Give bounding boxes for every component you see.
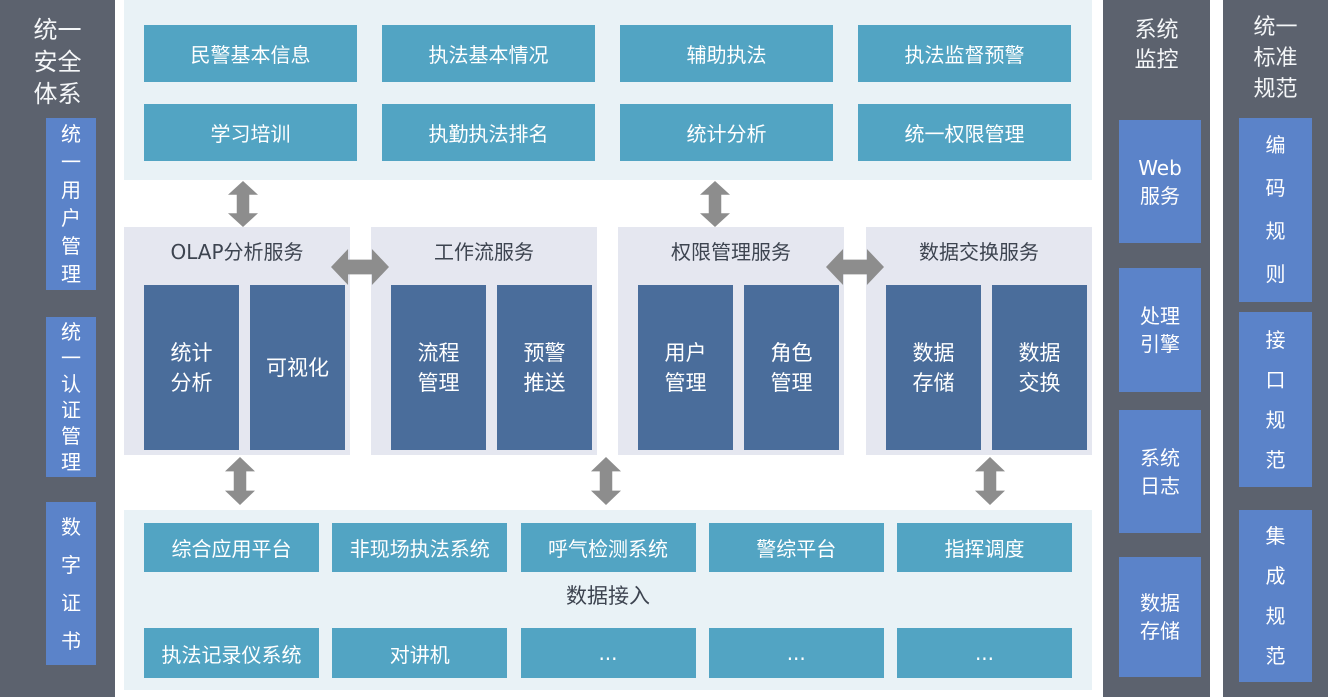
bidirectional-vertical-arrow-icon [700, 181, 730, 227]
bidirectional-vertical-arrow-icon [975, 457, 1005, 505]
access-box-more-1: ... [520, 628, 696, 678]
bidirectional-vertical-arrow-icon [228, 181, 258, 227]
monitor-item-web-service: Web 服务 [1119, 120, 1201, 243]
security-column: 统一 安全 体系 统 一 用 户 管 理 统 一 认 证 管 理 数 字 证 书 [0, 0, 115, 697]
data-access-title: 数据接入 [566, 584, 650, 608]
application-grid: 民警基本信息 执法基本情况 辅助执法 执法监督预警 学习培训 执勤执法排名 统计… [144, 25, 1071, 161]
service-panel-title: 数据交换服务 [919, 240, 1039, 264]
app-box-enforce-basic: 执法基本情况 [382, 25, 595, 82]
service-box-data-storage: 数据 存储 [886, 285, 981, 450]
access-box-offsite-enforce: 非现场执法系统 [332, 523, 508, 572]
security-column-title: 统一 安全 体系 [33, 16, 82, 108]
standard-item-integration-spec: 集 成 规 范 [1239, 510, 1312, 682]
service-box-alert-push: 预警 推送 [497, 285, 592, 450]
security-item-user-mgmt: 统 一 用 户 管 理 [46, 118, 96, 290]
service-box-stat-analysis: 统计 分析 [144, 285, 239, 450]
access-box-more-3: ... [897, 628, 1072, 678]
bidirectional-vertical-arrow-icon [591, 457, 621, 505]
access-box-intercom: 对讲机 [332, 628, 508, 678]
app-box-supervision: 执法监督预警 [858, 25, 1071, 82]
service-panel-data-exchange: 数据交换服务 数据 存储 数据 交换 [866, 227, 1092, 455]
standard-item-coding-rules: 编 码 规 则 [1239, 118, 1312, 302]
access-box-more-2: ... [708, 628, 884, 678]
app-box-police-info: 民警基本信息 [144, 25, 357, 82]
security-item-digital-cert: 数 字 证 书 [46, 502, 96, 665]
access-box-police-platform: 警综平台 [708, 523, 884, 572]
standard-item-interface-spec: 接 口 规 范 [1239, 312, 1312, 487]
access-box-breath-test: 呼气检测系统 [520, 523, 696, 572]
service-box-user-mgmt: 用户 管理 [638, 285, 733, 450]
service-box-visualization: 可视化 [250, 285, 345, 450]
access-box-app-platform: 综合应用平台 [144, 523, 319, 572]
data-access-layer: 综合应用平台 非现场执法系统 呼气检测系统 警综平台 指挥调度 数据接入 执法记… [124, 510, 1092, 690]
bidirectional-horizontal-arrow-icon [331, 249, 389, 285]
app-box-statistics: 统计分析 [620, 104, 833, 161]
service-panel-workflow: 工作流服务 流程 管理 预警 推送 [371, 227, 597, 455]
bidirectional-horizontal-arrow-icon [826, 249, 884, 285]
monitor-item-data-storage: 数据 存储 [1119, 557, 1201, 677]
standard-column-title: 统一 标准 规范 [1253, 15, 1298, 102]
access-box-dispatch: 指挥调度 [897, 523, 1072, 572]
access-row-systems: 综合应用平台 非现场执法系统 呼气检测系统 警综平台 指挥调度 [144, 523, 1072, 572]
app-box-permission: 统一权限管理 [858, 104, 1071, 161]
service-box-role-mgmt: 角色 管理 [744, 285, 839, 450]
access-row-devices: 执法记录仪系统 对讲机 ... ... ... [144, 628, 1072, 678]
access-box-body-camera: 执法记录仪系统 [144, 628, 319, 678]
service-box-data-exchange: 数据 交换 [992, 285, 1087, 450]
application-layer: 民警基本信息 执法基本情况 辅助执法 执法监督预警 学习培训 执勤执法排名 统计… [124, 0, 1092, 180]
service-panel-title: 权限管理服务 [671, 240, 791, 264]
monitor-item-system-log: 系统 日志 [1119, 410, 1201, 533]
app-box-training: 学习培训 [144, 104, 357, 161]
monitor-column-title: 系统 监控 [1134, 18, 1179, 73]
standard-column: 统一 标准 规范 编 码 规 则 接 口 规 范 集 成 规 范 [1223, 0, 1328, 697]
service-panel-title: 工作流服务 [434, 240, 534, 264]
monitor-column: 系统 监控 Web 服务 处理 引擎 系统 日志 数据 存储 [1103, 0, 1210, 697]
security-item-auth-mgmt: 统 一 认 证 管 理 [46, 317, 96, 477]
service-box-process-mgmt: 流程 管理 [391, 285, 486, 450]
app-box-duty-ranking: 执勤执法排名 [382, 104, 595, 161]
service-panel-title: OLAP分析服务 [170, 240, 304, 264]
app-box-assist: 辅助执法 [620, 25, 833, 82]
bidirectional-vertical-arrow-icon [225, 457, 255, 505]
service-panel-olap: OLAP分析服务 统计 分析 可视化 [124, 227, 350, 455]
service-panel-permission: 权限管理服务 用户 管理 角色 管理 [618, 227, 844, 455]
monitor-item-process-engine: 处理 引擎 [1119, 268, 1201, 392]
